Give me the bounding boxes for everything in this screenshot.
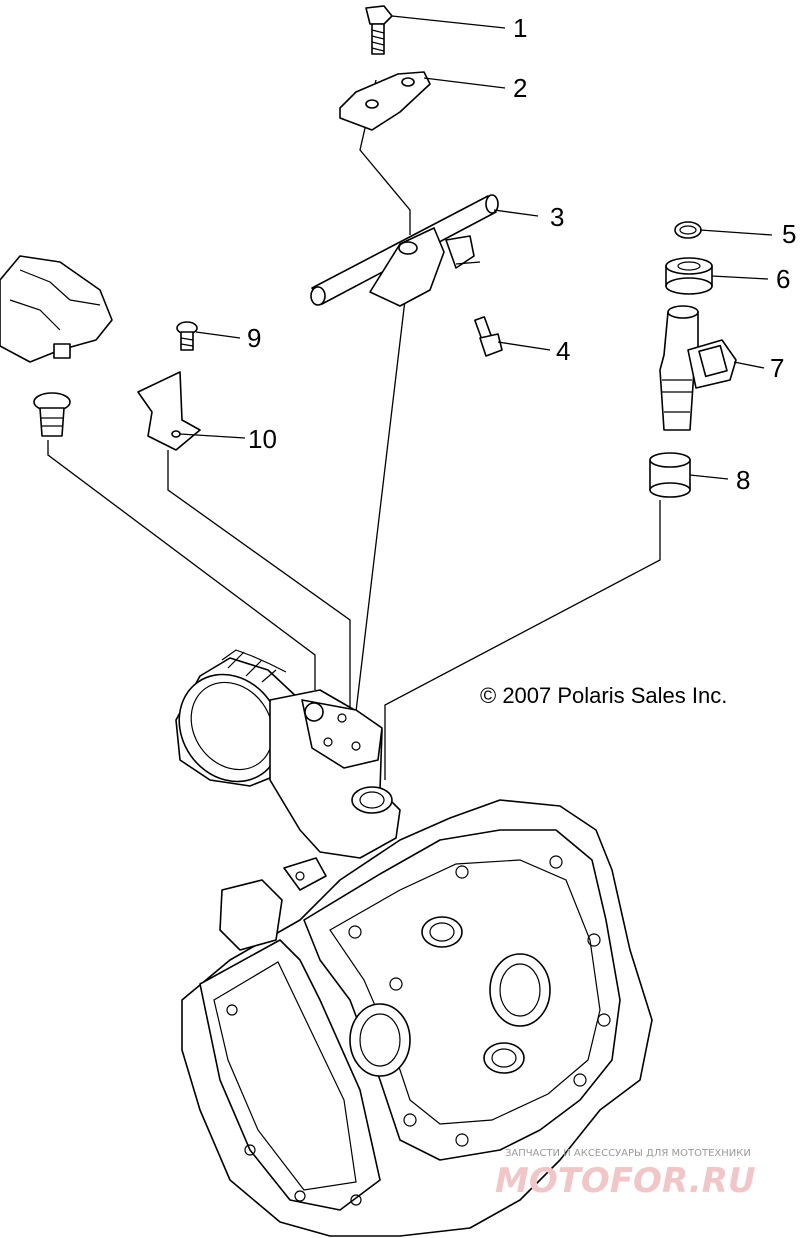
callout-5: 5 bbox=[782, 219, 796, 249]
callout-7: 7 bbox=[770, 353, 784, 383]
callout-4: 4 bbox=[556, 336, 570, 366]
part-6-grommet bbox=[665, 257, 713, 295]
sensor-plug bbox=[33, 392, 71, 437]
watermark: ЗАПЧАСТИ И АКСЕССУАРЫ ДЛЯ МОТОТЕХНИКИ MO… bbox=[495, 1148, 755, 1201]
assembly-leader-lines bbox=[47, 79, 661, 780]
part-2-bracket bbox=[339, 71, 431, 131]
part-4-screw bbox=[474, 316, 503, 357]
part-8-spacer bbox=[649, 452, 691, 498]
callout-labels: 1 2 3 4 5 6 7 8 9 10 bbox=[247, 13, 796, 495]
callout-2: 2 bbox=[513, 73, 527, 103]
intake-manifold bbox=[175, 649, 401, 859]
callout-10: 10 bbox=[248, 424, 277, 454]
copyright-notice: © 2007 Polaris Sales Inc. bbox=[480, 683, 727, 708]
callout-6: 6 bbox=[776, 264, 790, 294]
watermark-logo: MOTOFOR.RU bbox=[495, 1161, 755, 1201]
callout-8: 8 bbox=[736, 465, 750, 495]
watermark-tagline: ЗАПЧАСТИ И АКСЕССУАРЫ ДЛЯ МОТОТЕХНИКИ bbox=[505, 1148, 751, 1159]
part-9-screw bbox=[176, 321, 198, 351]
part-1-bolt bbox=[365, 5, 393, 55]
part-3-fuel-rail bbox=[310, 194, 499, 307]
part-7-fuel-injector bbox=[659, 305, 737, 431]
callout-9: 9 bbox=[247, 323, 261, 353]
callout-1: 1 bbox=[513, 13, 527, 43]
callout-3: 3 bbox=[550, 202, 564, 232]
cylinder-head bbox=[181, 799, 653, 1237]
part-5-o-ring bbox=[674, 221, 702, 239]
map-sensor bbox=[0, 255, 113, 363]
callout-leaders bbox=[179, 15, 773, 480]
part-10-bracket bbox=[137, 371, 201, 451]
